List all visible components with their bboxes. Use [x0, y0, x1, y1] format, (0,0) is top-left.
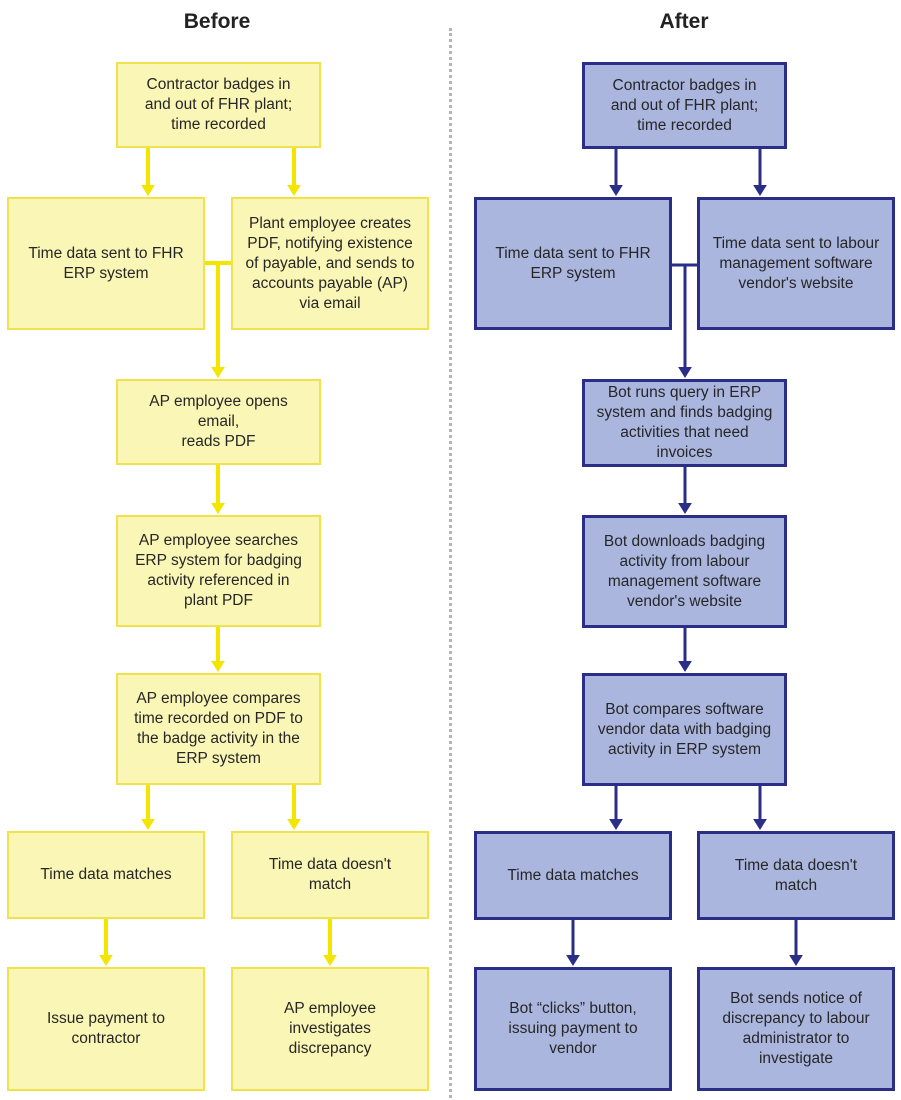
arrow-to-compare-head	[211, 661, 225, 672]
before-pdf-email-box: Plant employee creates PDF, notifying ex…	[231, 197, 429, 330]
after-bot-query-box: Bot runs query in ERP system and finds b…	[582, 379, 787, 467]
arrow-to-open-email-head	[211, 367, 225, 378]
arrow-to-bot-query-head	[678, 367, 692, 378]
arrow-to-bot-payment-head	[566, 955, 580, 966]
after-badge-box: Contractor badges in and out of FHR plan…	[582, 62, 787, 149]
arrow-to-nomatch-head	[287, 819, 301, 830]
after-match-box: Time data matches	[474, 831, 672, 920]
arrow-to-nomatch-head	[753, 819, 767, 830]
arrow-badge-to-erp-head	[609, 185, 623, 196]
before-nomatch-box: Time data doesn't match	[231, 831, 429, 919]
arrow-to-investigate-head	[323, 955, 337, 966]
arrow-to-bot-compare-head	[678, 661, 692, 672]
after-vendor-website-box: Time data sent to labour management soft…	[697, 197, 895, 330]
arrow-to-bot-download-head	[678, 503, 692, 514]
before-search-erp-box: AP employee searches ERP system for badg…	[116, 515, 321, 627]
before-match-box: Time data matches	[7, 831, 205, 919]
before-flow-arrows	[99, 148, 337, 966]
before-issue-payment-box: Issue payment to contractor	[7, 967, 205, 1091]
arrow-badge-to-vendor-head	[753, 185, 767, 196]
before-open-email-box: AP employee opens email, reads PDF	[116, 379, 321, 465]
after-panel-title: After	[659, 10, 709, 33]
before-investigate-box: AP employee investigates discrepancy	[231, 967, 429, 1091]
before-panel-title: Before	[183, 10, 251, 33]
arrow-to-match-head	[609, 819, 623, 830]
after-flow-arrows	[566, 149, 803, 966]
after-bot-download-box: Bot downloads badging activity from labo…	[582, 515, 787, 628]
before-erp-box: Time data sent to FHR ERP system	[7, 197, 205, 330]
after-bot-compare-box: Bot compares software vendor data with b…	[582, 673, 787, 786]
after-bot-payment-box: Bot “clicks” button, issuing payment to …	[474, 967, 672, 1091]
arrow-to-search-head	[211, 503, 225, 514]
after-nomatch-box: Time data doesn't match	[697, 831, 895, 920]
after-erp-box: Time data sent to FHR ERP system	[474, 197, 672, 330]
arrow-to-match-head	[141, 819, 155, 830]
arrow-badge-to-pdf-head	[287, 185, 301, 196]
before-badge-box: Contractor badges in and out of FHR plan…	[116, 62, 321, 148]
arrow-badge-to-erp-head	[141, 185, 155, 196]
panel-divider	[449, 28, 452, 1098]
before-compare-box: AP employee compares time recorded on PD…	[116, 673, 321, 785]
after-bot-notice-box: Bot sends notice of discrepancy to labou…	[697, 967, 895, 1091]
arrow-to-issue-payment-head	[99, 955, 113, 966]
arrow-to-bot-notice-head	[789, 955, 803, 966]
